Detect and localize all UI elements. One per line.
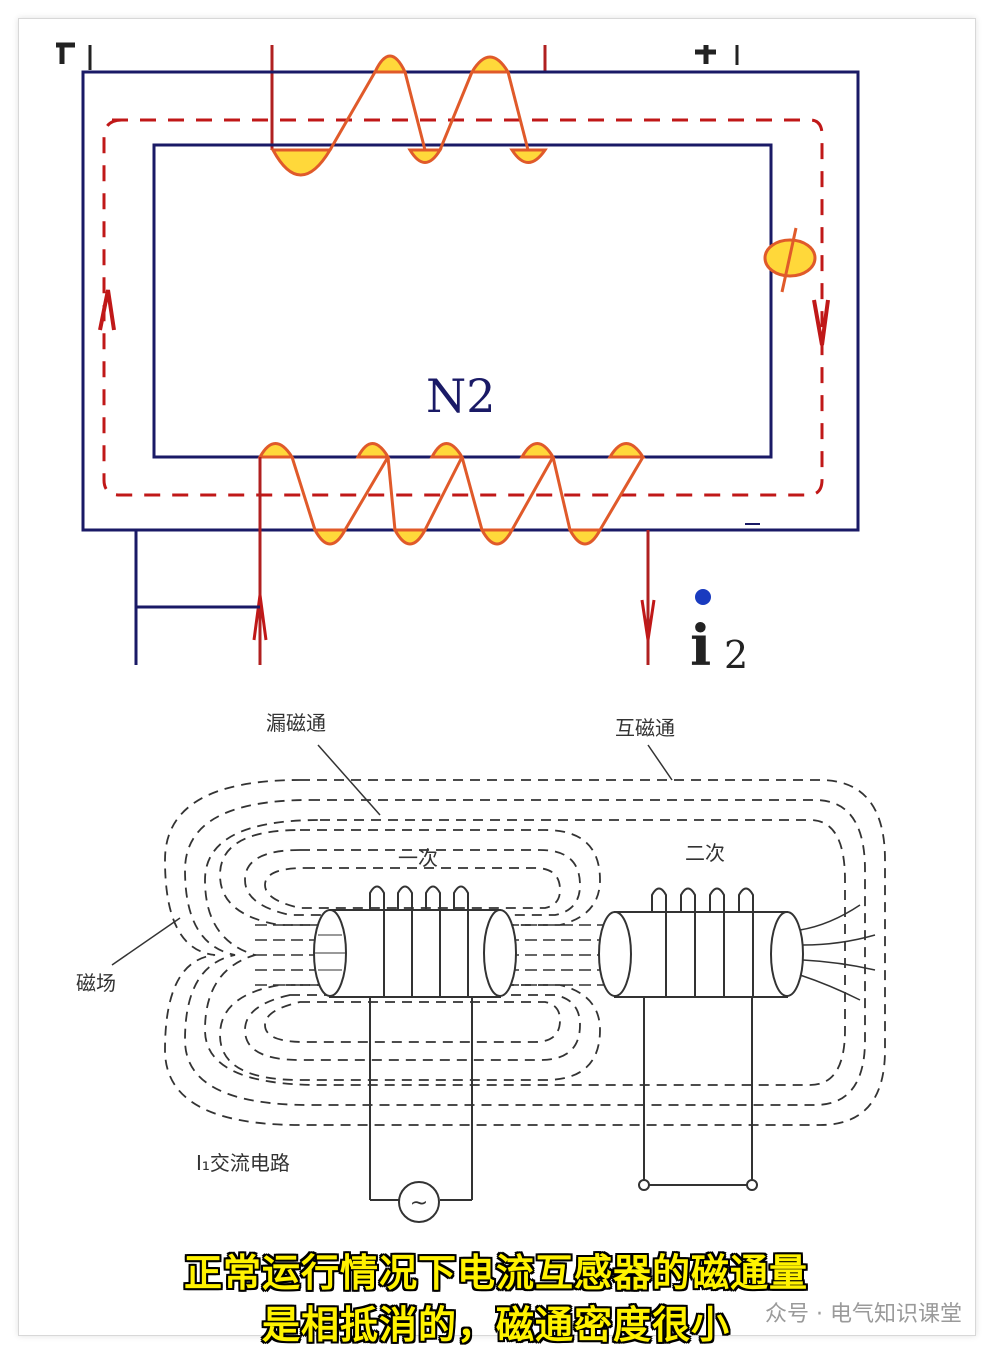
- secondary-coil-bottom-2: [392, 528, 428, 546]
- primary-coil-bottom-1: [407, 148, 443, 164]
- secondary-coil-turns: [290, 456, 645, 531]
- secondary-coil-top-1: [257, 442, 295, 459]
- primary-coil-top-2: [469, 55, 511, 74]
- secondary-coil-bottom-3: [479, 528, 515, 546]
- secondary-coil-top-5: [607, 442, 646, 459]
- caption-line-1: 正常运行情况下电流互感器的磁通量: [183, 1251, 808, 1295]
- watermark: 众号 · 电气知识课堂: [765, 1302, 962, 1327]
- flux-arrow-down: [812, 299, 830, 346]
- secondary-coil-bottom-1: [312, 528, 348, 546]
- caption-line-2: 是相抵消的，磁通密度很小: [261, 1303, 730, 1347]
- secondary-coil-bottom-4: [567, 528, 603, 546]
- secondary-coil-top-4: [519, 442, 556, 459]
- secondary-winding: [257, 442, 646, 546]
- current-arrow-down: [640, 599, 656, 641]
- flux-phi-stroke: [780, 227, 798, 293]
- primary-coil-turn-c: [506, 71, 530, 151]
- current-arrow-up: [252, 594, 268, 641]
- current-dot: [695, 589, 711, 605]
- transformer-core-diagram: N2 i 2: [56, 42, 860, 679]
- primary-coil-turn-a: [328, 71, 377, 151]
- core-outer-edge: [81, 70, 860, 532]
- flux-arrow-up: [98, 289, 116, 331]
- primary-coil-top-1: [372, 54, 408, 74]
- current-subscript: 2: [724, 633, 748, 677]
- winding-label-n: N2: [426, 369, 496, 423]
- flux-path: [102, 118, 824, 497]
- secondary-coil-top-2: [355, 442, 391, 459]
- primary-winding: [270, 54, 548, 177]
- secondary-coil-top-3: [429, 442, 465, 459]
- primary-coil-bulge-1: [270, 148, 333, 177]
- primary-coil-bottom-2: [509, 148, 548, 164]
- primary-coil-turn-b: [403, 71, 474, 152]
- current-label: i: [690, 613, 711, 679]
